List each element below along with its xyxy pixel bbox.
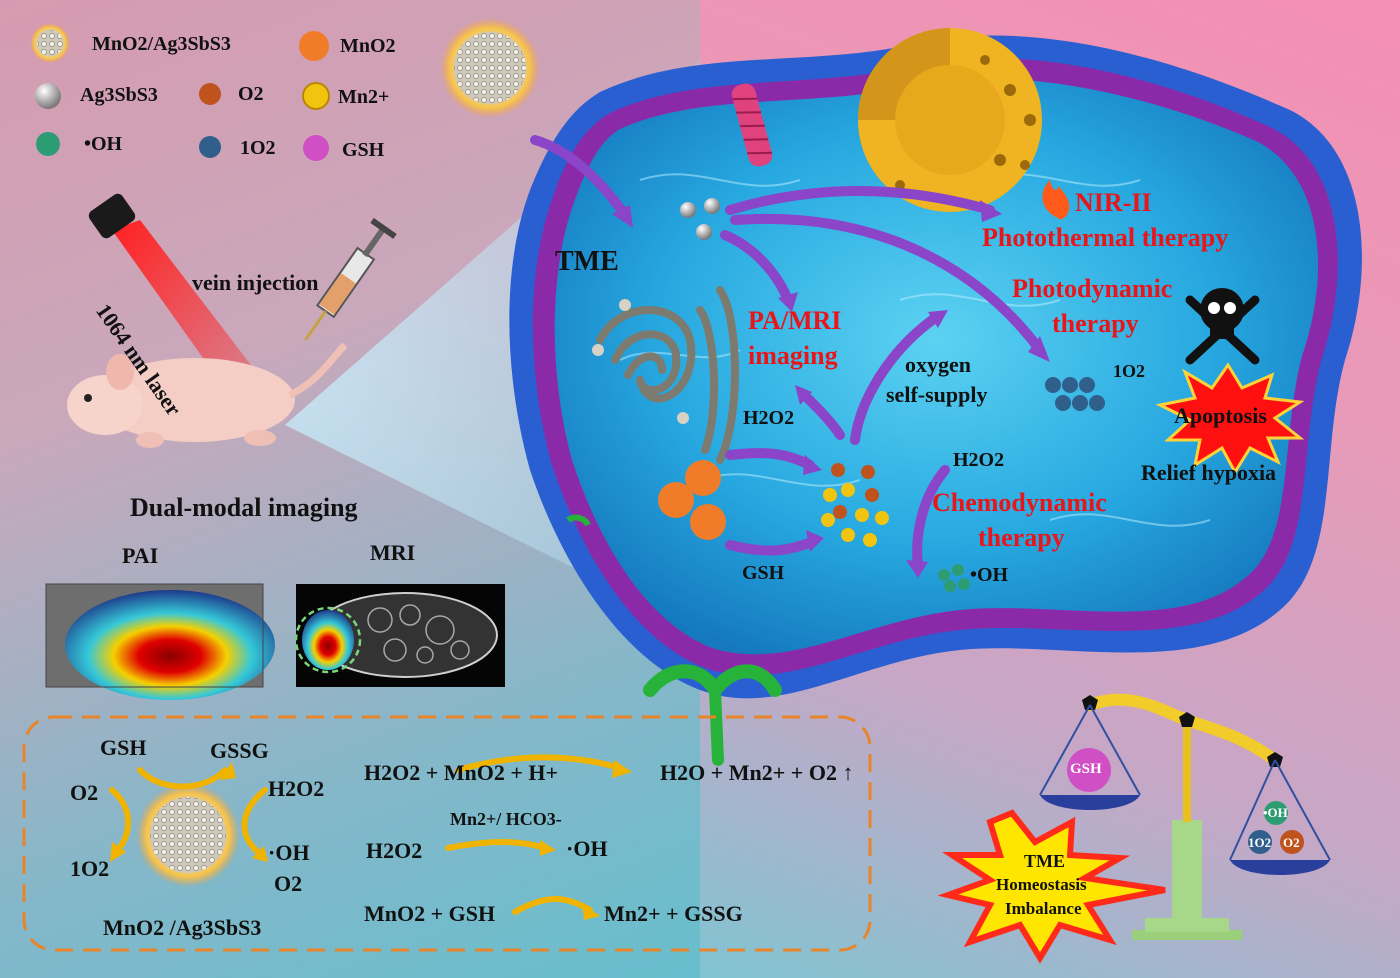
reaction-arrows xyxy=(109,754,623,915)
hydroxyl-cluster xyxy=(938,564,970,592)
cell-oh-label: •OH xyxy=(970,564,1009,586)
h2o2-label-a: H2O2 xyxy=(743,407,795,429)
balance-singlet: 1O2 xyxy=(1248,835,1272,850)
oxygen-label-2: self-supply xyxy=(886,382,988,407)
apoptosis-label: Apoptosis xyxy=(1174,403,1267,428)
mri-image xyxy=(294,584,505,687)
legend-ag3sbs3: Ag3SbS3 xyxy=(80,84,158,106)
legend-oh: •OH xyxy=(84,133,123,155)
reaction-box xyxy=(22,715,872,952)
chemodynamic-label-1: Chemodynamic xyxy=(932,488,1107,517)
rx-h2o2: H2O2 xyxy=(268,776,325,801)
relief-label: Relief hypoxia xyxy=(1141,460,1277,485)
rx-gsh: GSH xyxy=(100,735,147,760)
nir-label: NIR-II xyxy=(1075,188,1152,217)
legend-singlet-o2: 1O2 xyxy=(240,137,276,159)
legend-icons xyxy=(30,23,330,161)
golgi-apparatus xyxy=(596,286,739,464)
legend-composite: MnO2/Ag3SbS3 xyxy=(92,33,231,55)
balance-oh: •OH xyxy=(1263,805,1288,820)
burst-line-2: Homeostasis xyxy=(996,875,1087,894)
mouse-illustration xyxy=(67,342,348,448)
rx-name: MnO2 /Ag3SbS3 xyxy=(103,915,262,940)
eq1-left: H2O2 + MnO2 + H+ xyxy=(364,760,559,785)
rx-singlet: 1O2 xyxy=(70,856,110,881)
reaction-arrowheads xyxy=(110,760,632,920)
chemodynamic-label-2: therapy xyxy=(978,523,1065,552)
balance-scale xyxy=(1039,693,1331,940)
balance-gsh: GSH xyxy=(1070,761,1102,777)
mno2-particles xyxy=(658,460,726,540)
singlet-label: 1O2 xyxy=(1113,361,1146,381)
rx-o2: O2 xyxy=(70,780,99,805)
rx-gssg: GSSG xyxy=(210,738,269,763)
pa-mri-label-1: PA/MRI xyxy=(748,306,842,335)
nanoparticle-large xyxy=(440,18,540,118)
pa-mri-label-2: imaging xyxy=(748,341,838,370)
mn-o2-cluster xyxy=(821,463,889,547)
singlet-oxygen-cluster xyxy=(1045,377,1105,411)
eq2-catalyst: Mn2+/ HCO3- xyxy=(450,809,562,829)
injection-label: vein injection xyxy=(192,270,319,295)
legend-mno2: MnO2 xyxy=(340,35,396,57)
pai-image xyxy=(45,583,275,700)
homeostasis-burst xyxy=(937,809,1166,964)
eq3-right: Mn2+ + GSSG xyxy=(604,901,743,926)
oxygen-label-1: oxygen xyxy=(905,352,971,377)
dual-modal-title: Dual-modal imaging xyxy=(130,493,358,522)
rx-oh: ·OH xyxy=(268,840,310,865)
purple-arrows xyxy=(530,135,1045,570)
ag3sbs3-particles xyxy=(680,198,720,240)
cell-gsh-label: GSH xyxy=(742,562,785,584)
skull-crossbones-icon xyxy=(1185,288,1260,365)
purple-arrowheads xyxy=(612,200,1050,578)
syringe-icon xyxy=(304,217,397,341)
mri-label: MRI xyxy=(370,540,416,565)
legend-mn2plus: Mn2+ xyxy=(338,86,390,108)
h2o2-label-b: H2O2 xyxy=(953,449,1005,471)
reaction-nanoparticle xyxy=(136,783,240,887)
tme-label: TME xyxy=(555,246,619,277)
balance-o2: O2 xyxy=(1283,835,1300,850)
eq1-right: H2O + Mn2+ + O2 ↑ xyxy=(660,760,854,785)
legend-o2: O2 xyxy=(238,83,264,105)
pai-label: PAI xyxy=(122,543,159,568)
apoptosis-burst xyxy=(1155,362,1305,475)
legend-gsh: GSH xyxy=(342,139,385,161)
photodynamic-label-1: Photodynamic xyxy=(1012,274,1173,303)
flame-icon xyxy=(1042,180,1070,220)
vesicle-sphere xyxy=(858,28,1042,212)
burst-line-3: Imbalance xyxy=(1005,899,1082,918)
microtubule xyxy=(731,83,773,167)
rx-o2b: O2 xyxy=(274,871,303,896)
eq2-right: ·OH xyxy=(566,836,608,861)
burst-line-1: TME xyxy=(1024,851,1066,871)
photodynamic-label-2: therapy xyxy=(1052,309,1139,338)
photothermal-label: Photothermal therapy xyxy=(982,223,1229,252)
eq2-left: H2O2 xyxy=(366,838,423,863)
eq3-left: MnO2 + GSH xyxy=(364,901,496,926)
